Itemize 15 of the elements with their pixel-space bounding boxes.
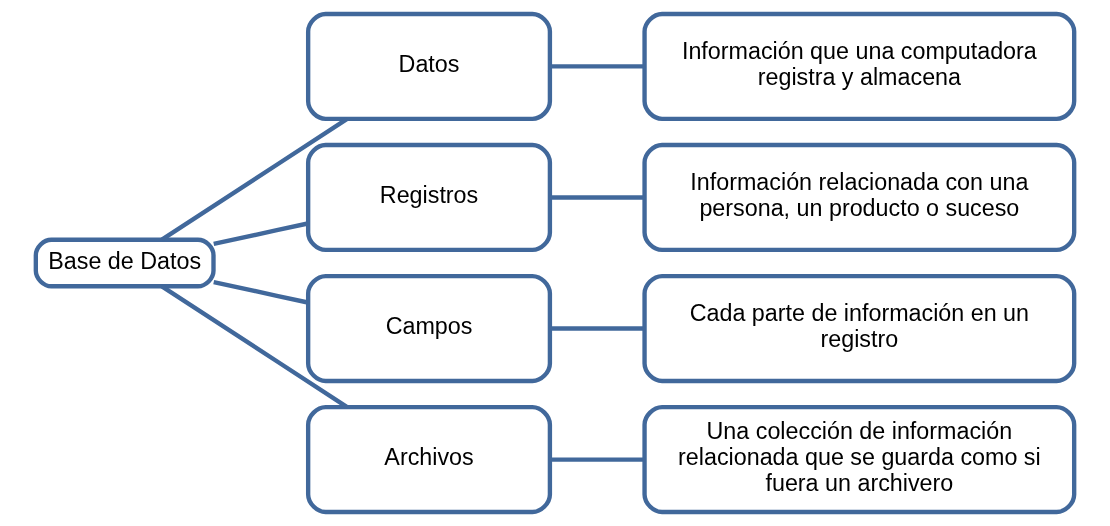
node-box: Cada parte de información en un registro	[642, 273, 1077, 384]
connector	[213, 221, 309, 247]
node-box: Datos	[305, 11, 553, 121]
node-box: Registros	[305, 142, 553, 253]
node-box: Archivos	[305, 405, 553, 515]
node-box: Información relacionada con una persona, un producto o suceso	[642, 142, 1077, 253]
connector	[213, 279, 309, 305]
node-box: Información que una computadora registra y almacena	[642, 11, 1077, 121]
connector	[550, 64, 645, 69]
connector	[550, 326, 645, 331]
node-box: Campos	[305, 273, 553, 384]
node-box: Una colección de información relacionada que se guarda como si fuera un archivero	[642, 405, 1077, 515]
node-box: Base de Datos	[33, 237, 216, 289]
connector	[550, 195, 645, 200]
connector	[550, 457, 645, 462]
